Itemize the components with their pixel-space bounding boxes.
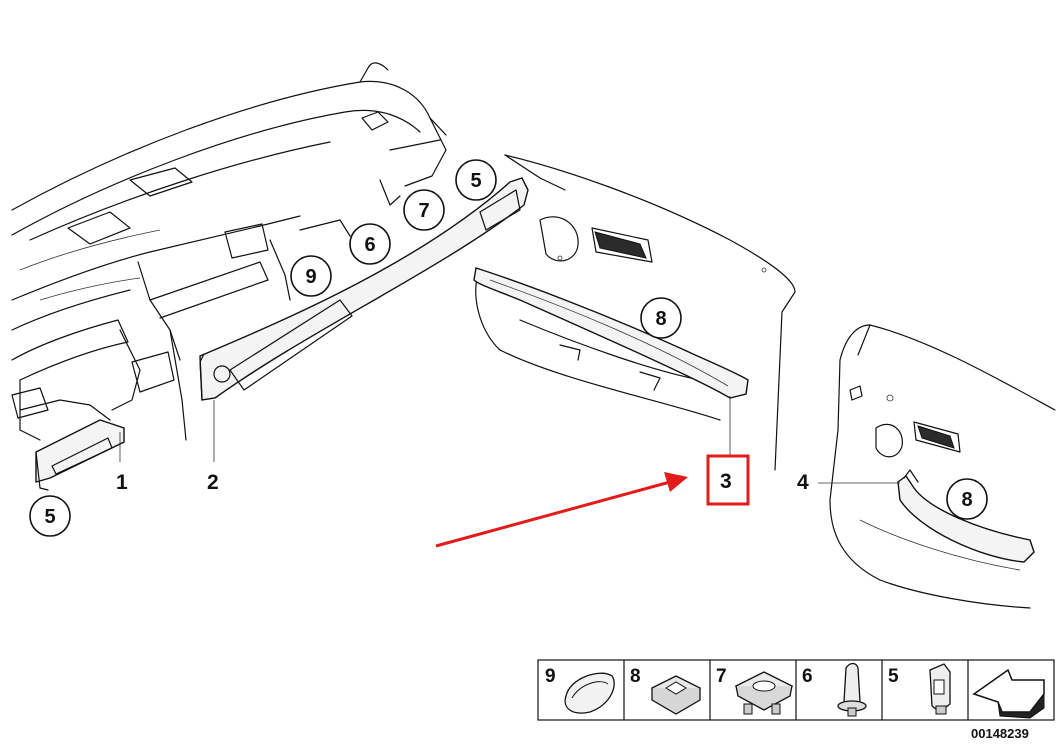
highlight-arrow [435,472,688,548]
legend-label-7: 7 [716,666,727,687]
svg-text:8: 8 [961,489,972,511]
svg-text:6: 6 [364,234,375,256]
part-4-strip [897,469,1035,563]
front-door-panel [475,154,796,471]
dashboard-drawing [11,62,447,441]
circled-label-5-top: 5 [455,159,497,201]
circled-label-8-front-door: 8 [640,297,682,339]
part-3-strip [473,267,749,399]
clip-5-icon [929,663,951,715]
diagram-reference-number: 00148239 [971,726,1029,741]
svg-text:9: 9 [305,266,316,288]
svg-text:7: 7 [418,200,429,222]
leader-lines [119,396,900,484]
callout-3: 3 [720,470,732,493]
callout-1: 1 [116,471,128,494]
legend-label-6: 6 [802,666,813,687]
circled-label-9: 9 [290,255,332,297]
fastener-legend: 9 8 7 6 5 [537,659,1055,721]
part-1-trim [35,419,125,491]
clip-7-icon [734,671,794,715]
circled-label-8-rear-door: 8 [946,478,988,520]
callout-3-highlight-box [706,454,750,506]
svg-text:5: 5 [44,506,55,528]
svg-text:8: 8 [655,308,666,330]
legend-label-9: 9 [545,666,556,687]
circled-label-6: 6 [349,223,391,265]
part-2-strip [199,177,529,401]
callout-2: 2 [207,471,219,494]
pin-6-icon [837,662,867,717]
circled-label-7: 7 [403,189,445,231]
direction-arrow-icon [972,668,1045,719]
circled-label-5-left: 5 [29,495,71,537]
svg-text:5: 5 [470,170,481,192]
legend-label-5: 5 [888,666,899,687]
callout-4: 4 [797,471,809,494]
rear-door-panel [829,324,1056,609]
clip-9-icon [564,672,615,714]
clip-8-icon [650,675,702,715]
legend-label-8: 8 [630,666,641,687]
